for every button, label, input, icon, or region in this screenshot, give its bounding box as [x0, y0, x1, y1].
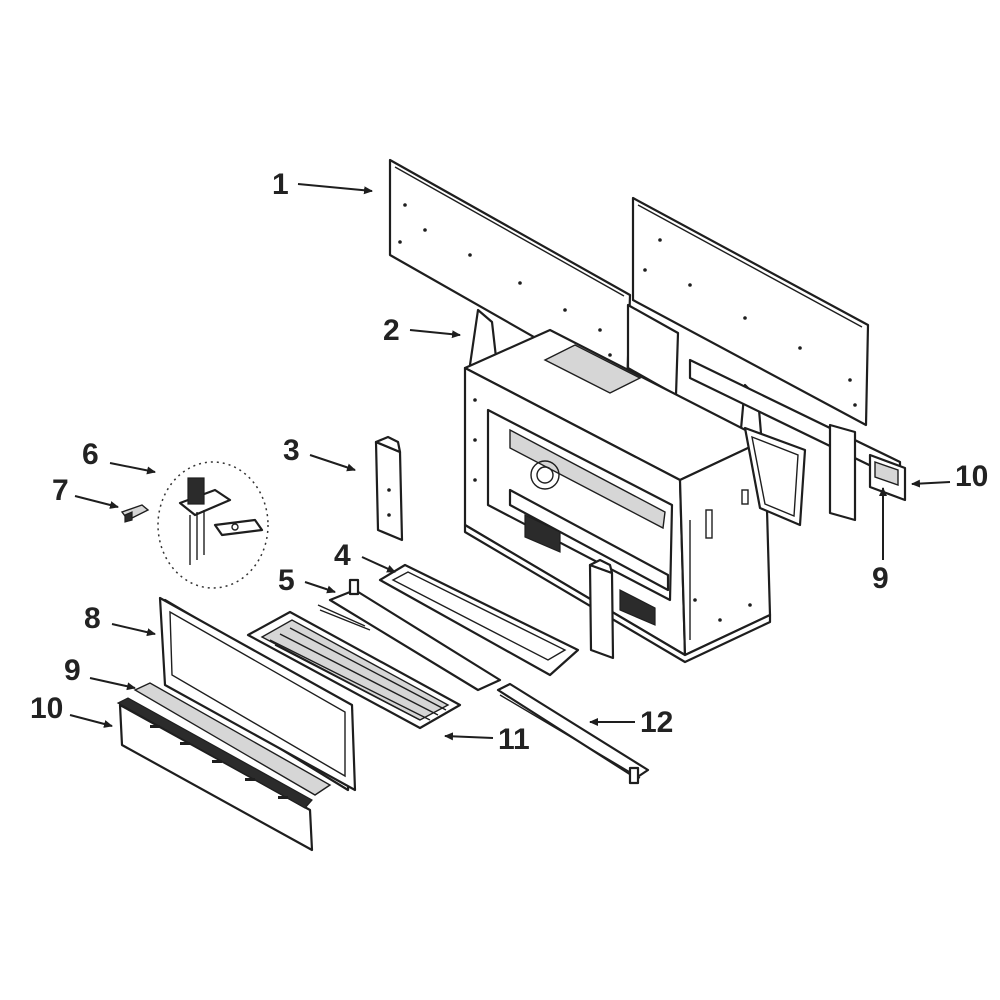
callout-3: 3: [283, 434, 300, 467]
front-glass-door: [158, 596, 357, 792]
callout-4: 4: [334, 539, 351, 572]
callout-11: 11: [498, 723, 530, 756]
callout-2: 2: [383, 314, 400, 347]
long-channel: [496, 682, 650, 785]
control-assembly: [157, 461, 269, 589]
lower-front-panel: [116, 697, 314, 852]
callout-5: 5: [278, 564, 295, 597]
callout-9-left: 9: [64, 654, 81, 687]
bracket-rod: [317, 578, 502, 692]
top-panel-left: [388, 158, 632, 392]
callout-7: 7: [52, 474, 69, 507]
firebox-body: [463, 308, 772, 664]
glass-frame: [378, 563, 580, 677]
callout-1: 1: [272, 168, 289, 201]
burner-tray: [246, 610, 462, 730]
callout-10-right: 10: [955, 460, 988, 493]
callout-8: 8: [84, 602, 101, 635]
side-bracket-left: [374, 435, 404, 542]
top-panel-right: [631, 196, 870, 427]
small-clip: [120, 504, 150, 523]
callout-10-left: 10: [30, 692, 63, 725]
right-trim-channel: [868, 453, 907, 502]
callout-12: 12: [640, 706, 673, 739]
side-bracket-front: [588, 558, 615, 660]
callout-6: 6: [82, 438, 99, 471]
leader-lines: [69, 183, 951, 741]
callout-9-right: 9: [872, 562, 889, 595]
right-bracket: [828, 423, 857, 522]
front-trim-strip: [133, 682, 332, 796]
